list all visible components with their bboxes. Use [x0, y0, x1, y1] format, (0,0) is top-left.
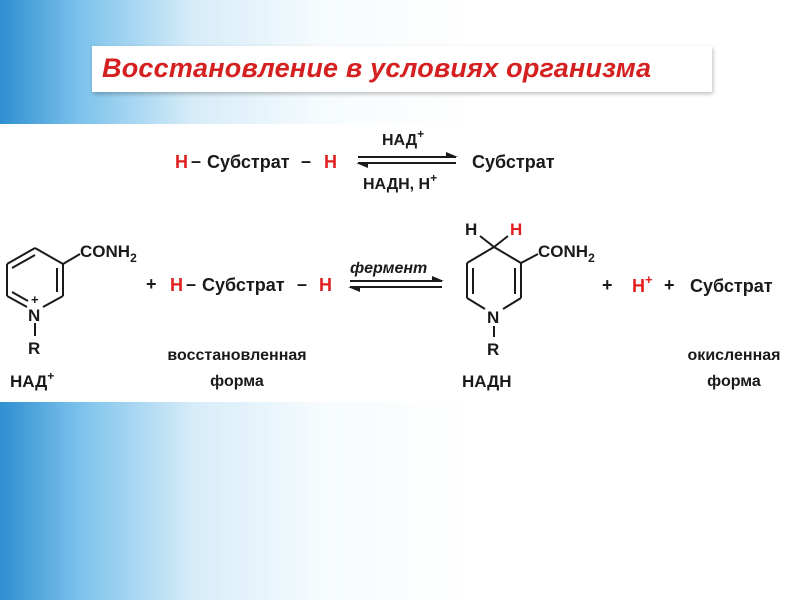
reduced-form-line2: форма	[210, 373, 264, 390]
r2-substrate: Субстрат	[202, 275, 285, 295]
nadh-substituent-bond	[520, 253, 539, 264]
bottom-decor-panel	[0, 402, 800, 600]
nad-r-group: R	[28, 339, 40, 358]
r2-hydrogen-right: H	[319, 275, 332, 295]
plus-sign-3: +	[664, 275, 675, 295]
oxidized-form-line1: окисленная	[688, 347, 781, 364]
nad-bond	[6, 295, 28, 308]
nadh-nitrogen: N	[487, 308, 499, 327]
r2-forward-arrowhead	[432, 276, 444, 281]
r1-nad-label: НАД+	[382, 127, 424, 149]
nad-bond	[6, 247, 36, 265]
nadh-hydrogen-2: H	[510, 220, 522, 239]
r2-reverse-arrowhead	[348, 287, 360, 292]
r1-reverse-arrowhead	[356, 163, 368, 168]
nad-bond	[42, 295, 64, 308]
nadh-bond	[502, 297, 522, 310]
nad-double-bond	[11, 291, 29, 302]
reaction-1: H – Субстрат – H НАД+ НАДН, Н+ Субстрат	[175, 127, 555, 193]
r1-dash-right: –	[301, 151, 311, 171]
nadh-h-bond	[493, 235, 509, 248]
plus-sign-2: +	[602, 275, 613, 295]
reduced-form-line1: восстановленная	[167, 347, 306, 364]
nad-plus-label: НАД+	[10, 369, 54, 391]
r1-nadh-label: НАДН, Н+	[363, 171, 437, 193]
nadh-hydrogen-1: H	[465, 220, 477, 239]
r1-forward-arrowhead	[446, 152, 458, 157]
r1-substrate: Субстрат	[207, 152, 290, 172]
r2-dash-left: –	[186, 274, 196, 294]
nadh-r-group: R	[487, 340, 499, 359]
r1-product-substrate: Субстрат	[472, 152, 555, 172]
nadh-conh2: CONH2	[538, 242, 595, 265]
r2-hydrogen-left: H	[170, 275, 183, 295]
nadh-bond	[466, 246, 495, 264]
slide-title: Восстановление в условиях организма	[102, 53, 652, 83]
nad-plus-structure	[6, 247, 81, 336]
oxidized-form-line2: форма	[707, 373, 761, 390]
nadh-structure	[466, 235, 539, 337]
enzyme-label: фермент	[350, 260, 427, 277]
r1-dash-left: –	[191, 151, 201, 171]
nad-bond	[34, 247, 64, 265]
r1-hydrogen-left: H	[175, 152, 188, 172]
nadh-bond	[493, 246, 522, 264]
nad-charge: +	[31, 292, 39, 307]
nadh-label: НАДН	[462, 372, 512, 391]
nad-substituent-bond	[62, 253, 81, 265]
title-box: Восстановление в условиях организма	[92, 46, 712, 92]
r1-hydrogen-right: H	[324, 152, 337, 172]
content-band	[0, 124, 800, 402]
nadh-bond	[466, 297, 486, 310]
proton: H+	[632, 272, 653, 296]
r2-product-substrate: Субстрат	[690, 276, 773, 296]
nadh-h-bond	[479, 235, 495, 248]
r2-dash-right: –	[297, 274, 307, 294]
plus-sign-1: +	[146, 274, 157, 294]
nad-double-bond	[11, 254, 36, 269]
nad-conh2: CONH2	[80, 242, 137, 265]
nad-nitrogen: N	[28, 306, 40, 325]
